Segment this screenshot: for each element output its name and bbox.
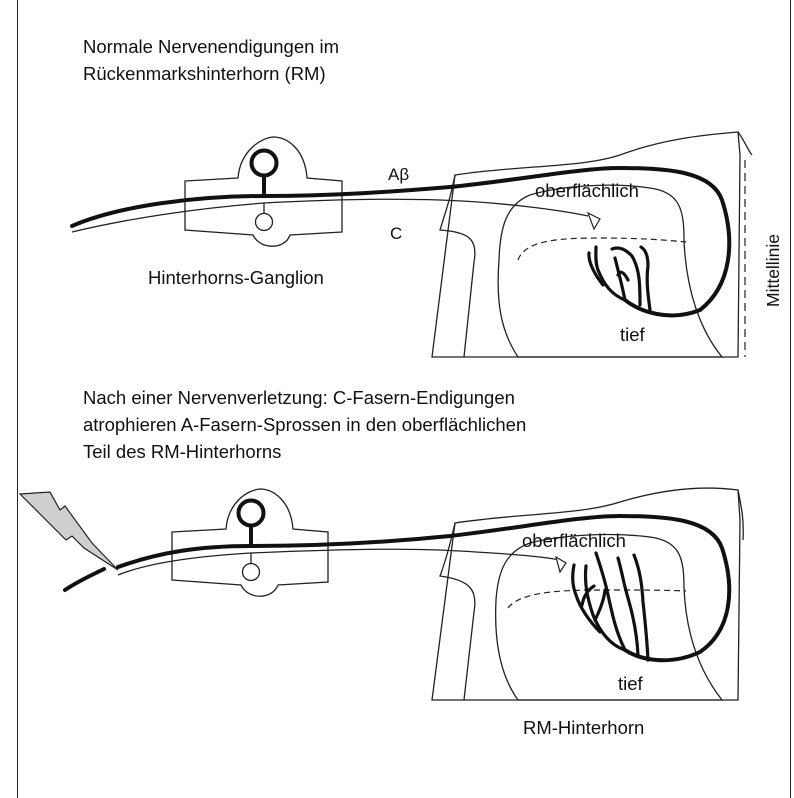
label-deep: tief <box>618 673 644 694</box>
bottom-panel-diagram: oberflächlich tief RM-Hinterhorn <box>20 488 743 738</box>
c-fiber-terminal <box>588 213 600 229</box>
abeta-sprouting-arbor <box>573 553 648 660</box>
c-soma <box>243 564 260 581</box>
label-midline: Mittellinie <box>763 234 783 307</box>
label-superficial: oberflächlich <box>535 180 639 201</box>
lamina-boundary <box>508 590 686 608</box>
label-c: C <box>390 224 402 243</box>
dorsal-horn-grey-matter <box>498 185 722 357</box>
abeta-soma <box>239 501 264 526</box>
c-soma <box>256 214 273 231</box>
label-dorsal-horn: RM-Hinterhorn <box>523 717 644 738</box>
abeta-soma <box>252 151 277 176</box>
root-entry-outline <box>440 523 475 700</box>
spinal-cord-outline <box>432 132 740 357</box>
label-abeta: Aβ <box>388 165 409 184</box>
abeta-terminal-arbor <box>589 247 650 310</box>
label-ganglion: Hinterhorns-Ganglion <box>148 267 324 288</box>
top-panel-diagram: Aβ C Hinterhorns-Ganglion oberflächlich … <box>72 132 783 357</box>
lamina-boundary <box>518 238 686 260</box>
root-entry-outline <box>440 175 475 357</box>
dorsal-horn-grey-matter <box>496 535 722 700</box>
c-fiber <box>118 549 560 575</box>
abeta-fiber-distal-stump <box>65 569 104 590</box>
label-superficial: oberflächlich <box>522 530 626 551</box>
injury-lightning-icon <box>20 492 118 570</box>
label-deep: tief <box>620 324 646 345</box>
c-fiber-terminal-atrophied <box>556 557 566 572</box>
